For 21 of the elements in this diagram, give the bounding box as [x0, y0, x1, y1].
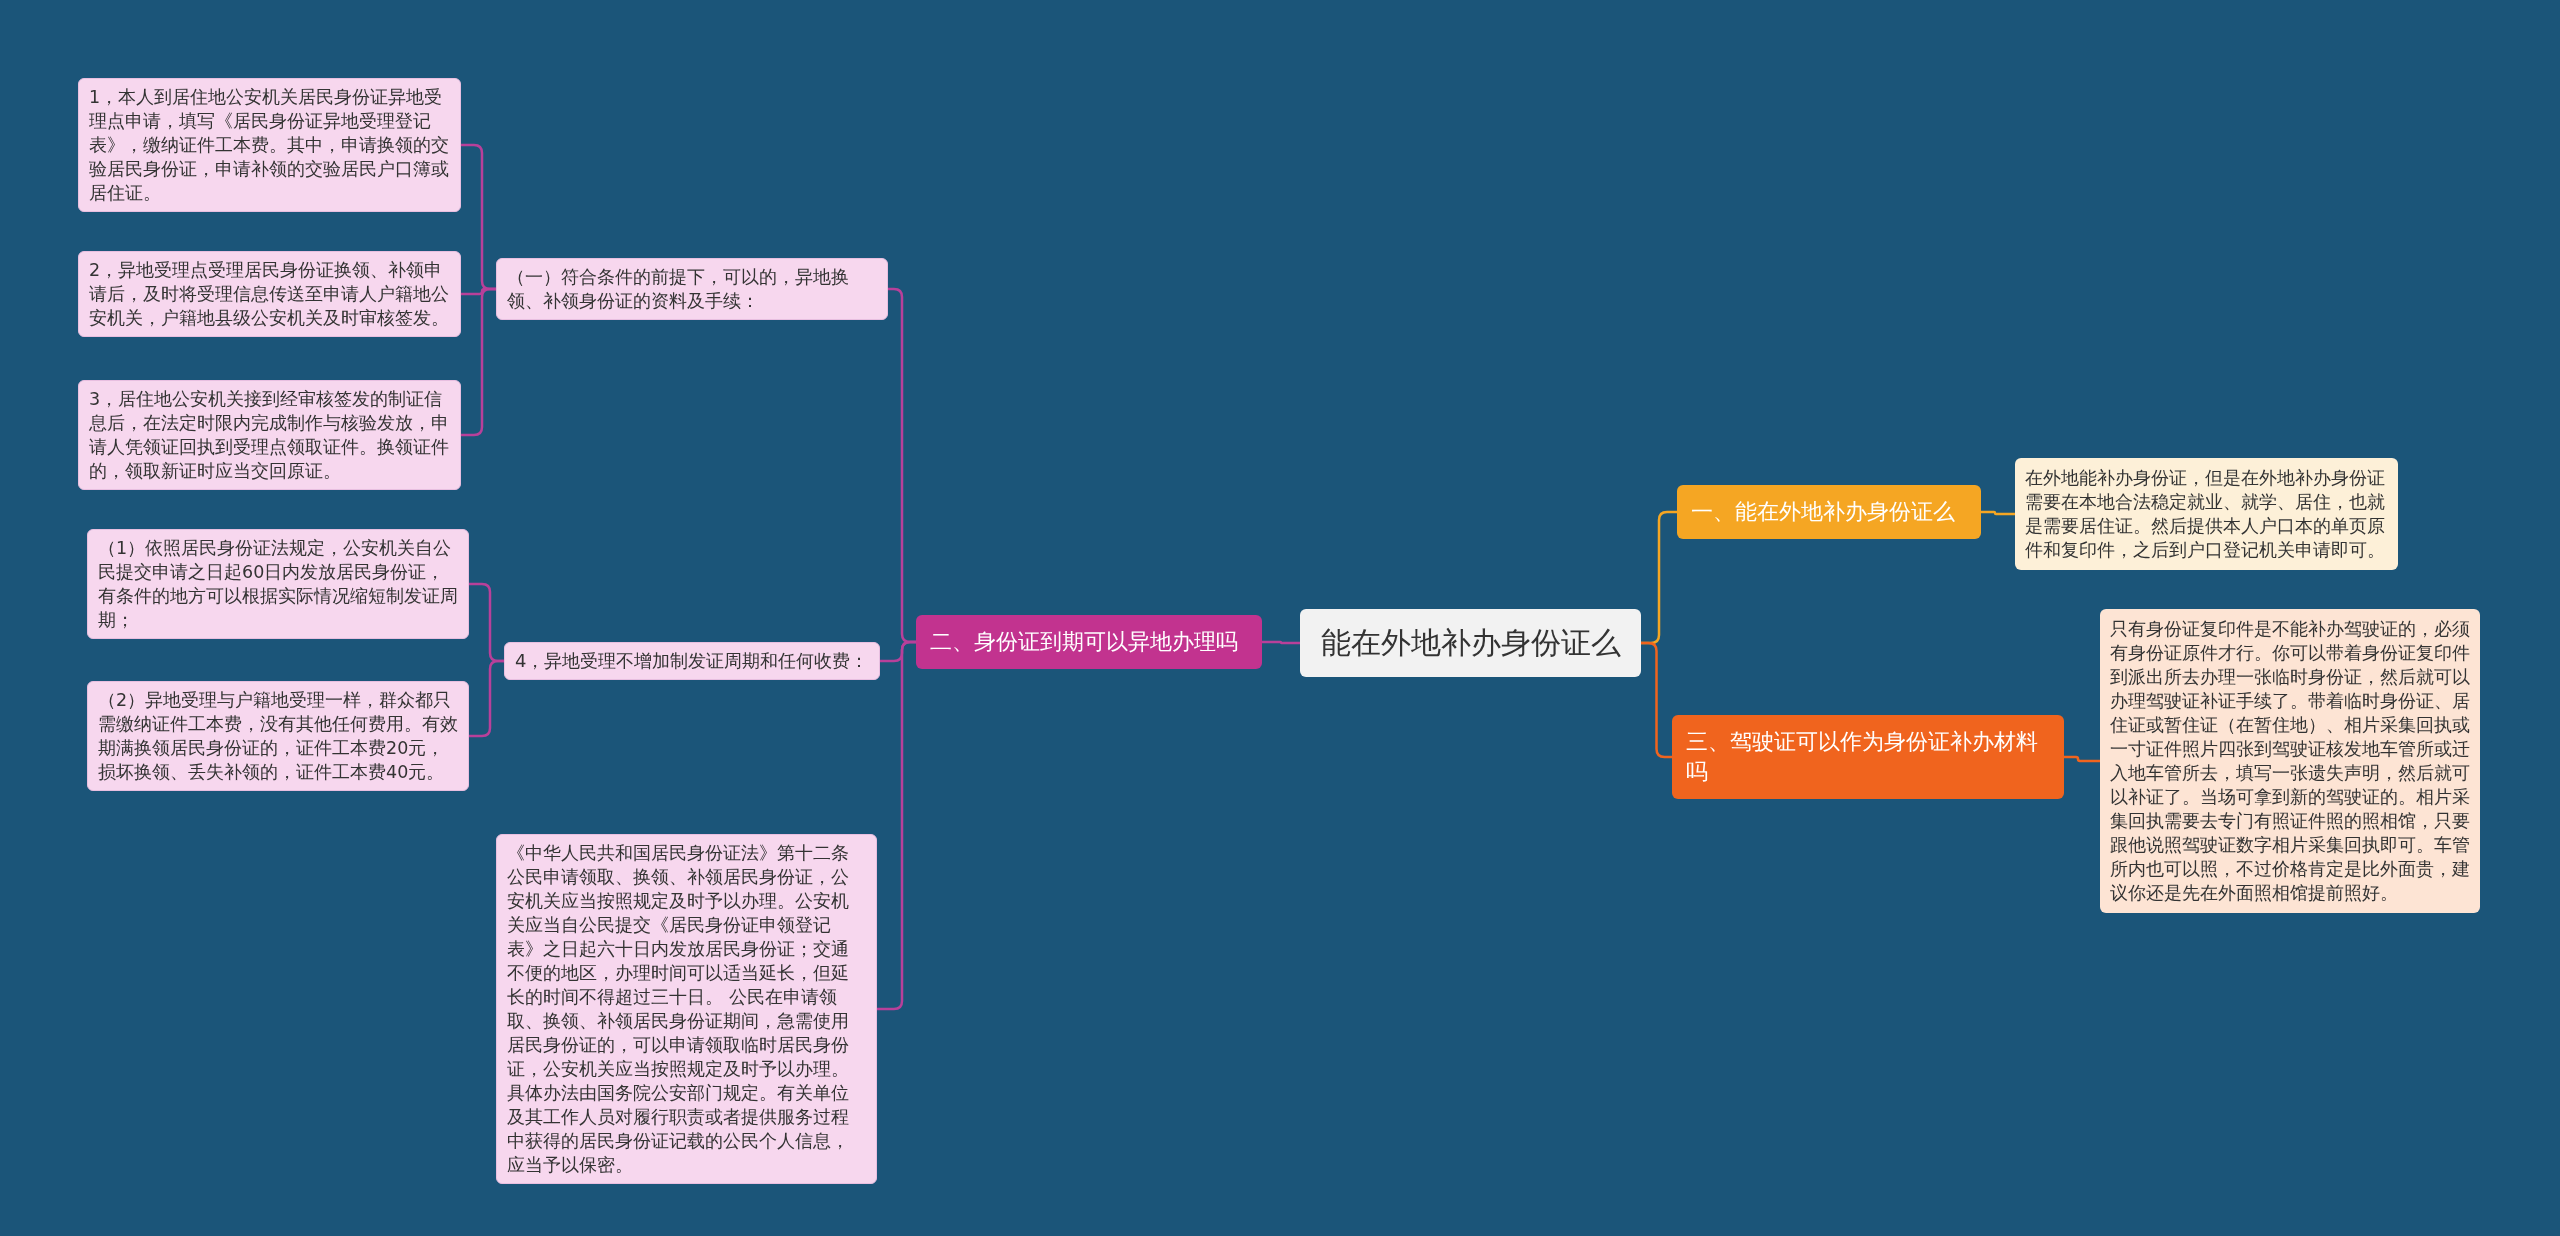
- connector-line: [461, 287, 496, 437]
- text-card: （2）异地受理与户籍地受理一样，群众都只需缴纳证件工本费，没有其他任何费用。有效期满换领居民身份证的，证件工本费20元，损坏换领、丢失补领的，证件工本费40元。: [87, 681, 469, 791]
- branch-topic-box: 三、驾驶证可以作为身份证补办材料吗: [1672, 715, 2064, 799]
- connector-line: [469, 659, 504, 738]
- connector-line: [1981, 510, 2015, 516]
- connector-line: [1641, 641, 1672, 759]
- text-card: 只有身份证复印件是不能补办驾驶证的，必须有身份证原件才行。你可以带着身份证复印件到派出所去办理一张临时身份证，然后就可以办理驾驶证补证手续了。带着临时身份证、居住证或暂住证（在暂住地）、相片采集回执或一寸证件照片四张到驾驶证核发地车管所或迁入地车管所去，填写一张遗失声明，然后就可以补证了。当场可拿到新的驾驶证的。相片采集回执需要去专门有照证件照的照相馆，只要跟他说照驾驶证数字相片采集回执即可。车管所内也可以照，不过价格肯定是比外面贵，建议你还是先在外面照相馆提前照好。: [2100, 609, 2480, 913]
- branch-topic-box: 二、身份证到期可以异地办理吗: [916, 615, 1262, 669]
- text-card: （一）符合条件的前提下，可以的，异地换领、补领身份证的资料及手续：: [496, 258, 888, 320]
- connector-line: [2064, 755, 2100, 763]
- text-card: 在外地能补办身份证，但是在外地补办身份证需要在本地合法稳定就业、就学、居住，也就是需要居住证。然后提供本人户口本的单页原件和复印件，之后到户口登记机关申请即可。: [2015, 458, 2398, 570]
- central-topic-box: 能在外地补办身份证么: [1300, 609, 1641, 677]
- text-card: 2，异地受理点受理居民身份证换领、补领申请后，及时将受理信息传送至申请人户籍地公安机关，户籍地县级公安机关及时审核签发。: [78, 251, 461, 337]
- text-card: 4，异地受理不增加制发证周期和任何收费：: [504, 642, 880, 680]
- branch-topic-box: 一、能在外地补办身份证么: [1677, 485, 1981, 539]
- connector-line: [1262, 640, 1300, 645]
- text-card: 1，本人到居住地公安机关居民身份证异地受理点申请，填写《居民身份证异地受理登记表》，缴纳证件工本费。其中，申请换领的交验居民身份证，申请补领的交验居民户口簿或居住证。: [78, 78, 461, 212]
- text-card: 《中华人民共和国居民身份证法》第十二条公民申请领取、换领、补领居民身份证，公安机关应当按照规定及时予以办理。公安机关应当自公民提交《居民身份证申领登记表》之日起六十日内发放居民身份证；交通不便的地区，办理时间可以适当延长，但延长的时间不得超过三十日。 公民在申请领取、换领、补领居民身份证期间，急需使用居民身份证的，可以申请领取临时居民身份证，公安机关应当按照规定及时予以办理。具体办法由国务院公安部门规定。有关单位及其工作人员对履行职责或者提供服务过程中获得的居民身份证记载的公民个人信息，应当予以保密。: [496, 834, 877, 1184]
- text-card: 3，居住地公安机关接到经审核签发的制证信息后，在法定时限内完成制作与核验发放，申请人凭领证回执到受理点领取证件。换领证件的，领取新证时应当交回原证。: [78, 380, 461, 490]
- text-card: （1）依照居民身份证法规定，公安机关自公民提交申请之日起60日内发放居民身份证，有条件的地方可以根据实际情况缩短制发证周期；: [87, 529, 469, 639]
- connector-line: [877, 640, 916, 1011]
